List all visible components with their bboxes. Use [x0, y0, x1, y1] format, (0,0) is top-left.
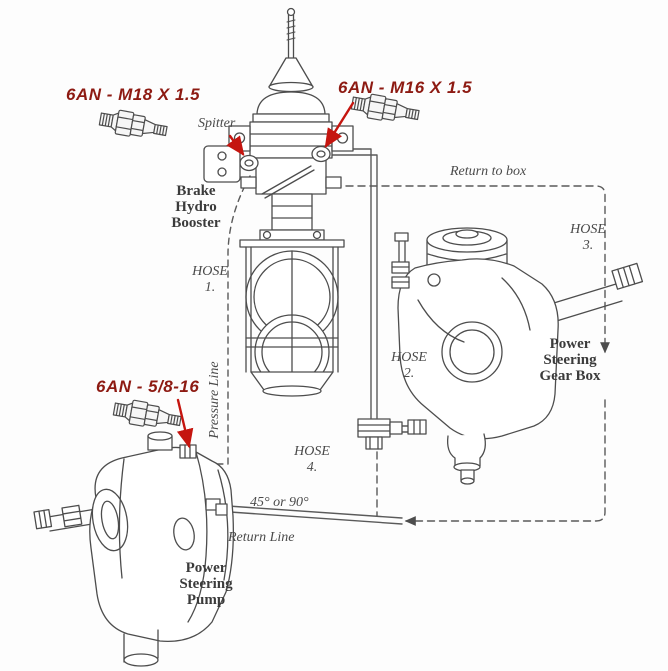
pump-shaft-threaded-end: [33, 509, 53, 530]
pump-pressure-port-fitting: [179, 444, 197, 459]
power-steering-gear-box-drawing: [391, 227, 644, 485]
an-fitting-58-drawing: [111, 396, 184, 434]
cross-fitting-drawing: [357, 418, 403, 450]
hose-3-return-path: [333, 185, 610, 354]
hose-1-label: HOSE 1.: [192, 264, 228, 295]
pointer-arrow-m18: [226, 134, 245, 156]
brake-hydro-booster-drawing: [203, 7, 354, 397]
return-line-path: [227, 505, 403, 519]
fitting-angle-label: 45° or 90°: [250, 495, 309, 510]
power-steering-pump-label: Power Steering Pump: [179, 560, 233, 609]
return-to-box-label: Return to box: [450, 164, 527, 179]
an-fitting-m18-drawing: [97, 106, 170, 144]
fitting-label-m16: 6AN - M16 X 1.5: [338, 78, 473, 97]
hose-4-return-path: [404, 399, 606, 526]
pointer-arrow-58: [176, 398, 194, 449]
fitting-label-m18: 6AN - M18 X 1.5: [66, 85, 201, 104]
pump-shaft-nut: [61, 504, 83, 528]
hose-3-label: HOSE 3.: [570, 222, 606, 253]
power-steering-pump-drawing: [33, 431, 234, 667]
fitting-label-58-16: 6AN - 5/8-16: [96, 377, 200, 396]
spitter-label: Spitter: [198, 116, 236, 131]
gearbox-input-shaft: [611, 262, 644, 290]
hose-2-path: [330, 148, 372, 419]
brake-hydro-booster-label: Brake Hydro Booster: [171, 183, 221, 232]
pressure-line-label: Pressure Line: [207, 361, 222, 439]
pointer-arrow-m16: [324, 101, 355, 149]
power-steering-gear-box-label: Power Steering Gear Box: [539, 336, 601, 385]
hose-4-label: HOSE 4.: [294, 444, 330, 475]
return-line-label: Return Line: [228, 530, 295, 545]
gearbox-port-fitting: [407, 419, 427, 435]
hose-2-label: HOSE 2.: [391, 350, 427, 381]
